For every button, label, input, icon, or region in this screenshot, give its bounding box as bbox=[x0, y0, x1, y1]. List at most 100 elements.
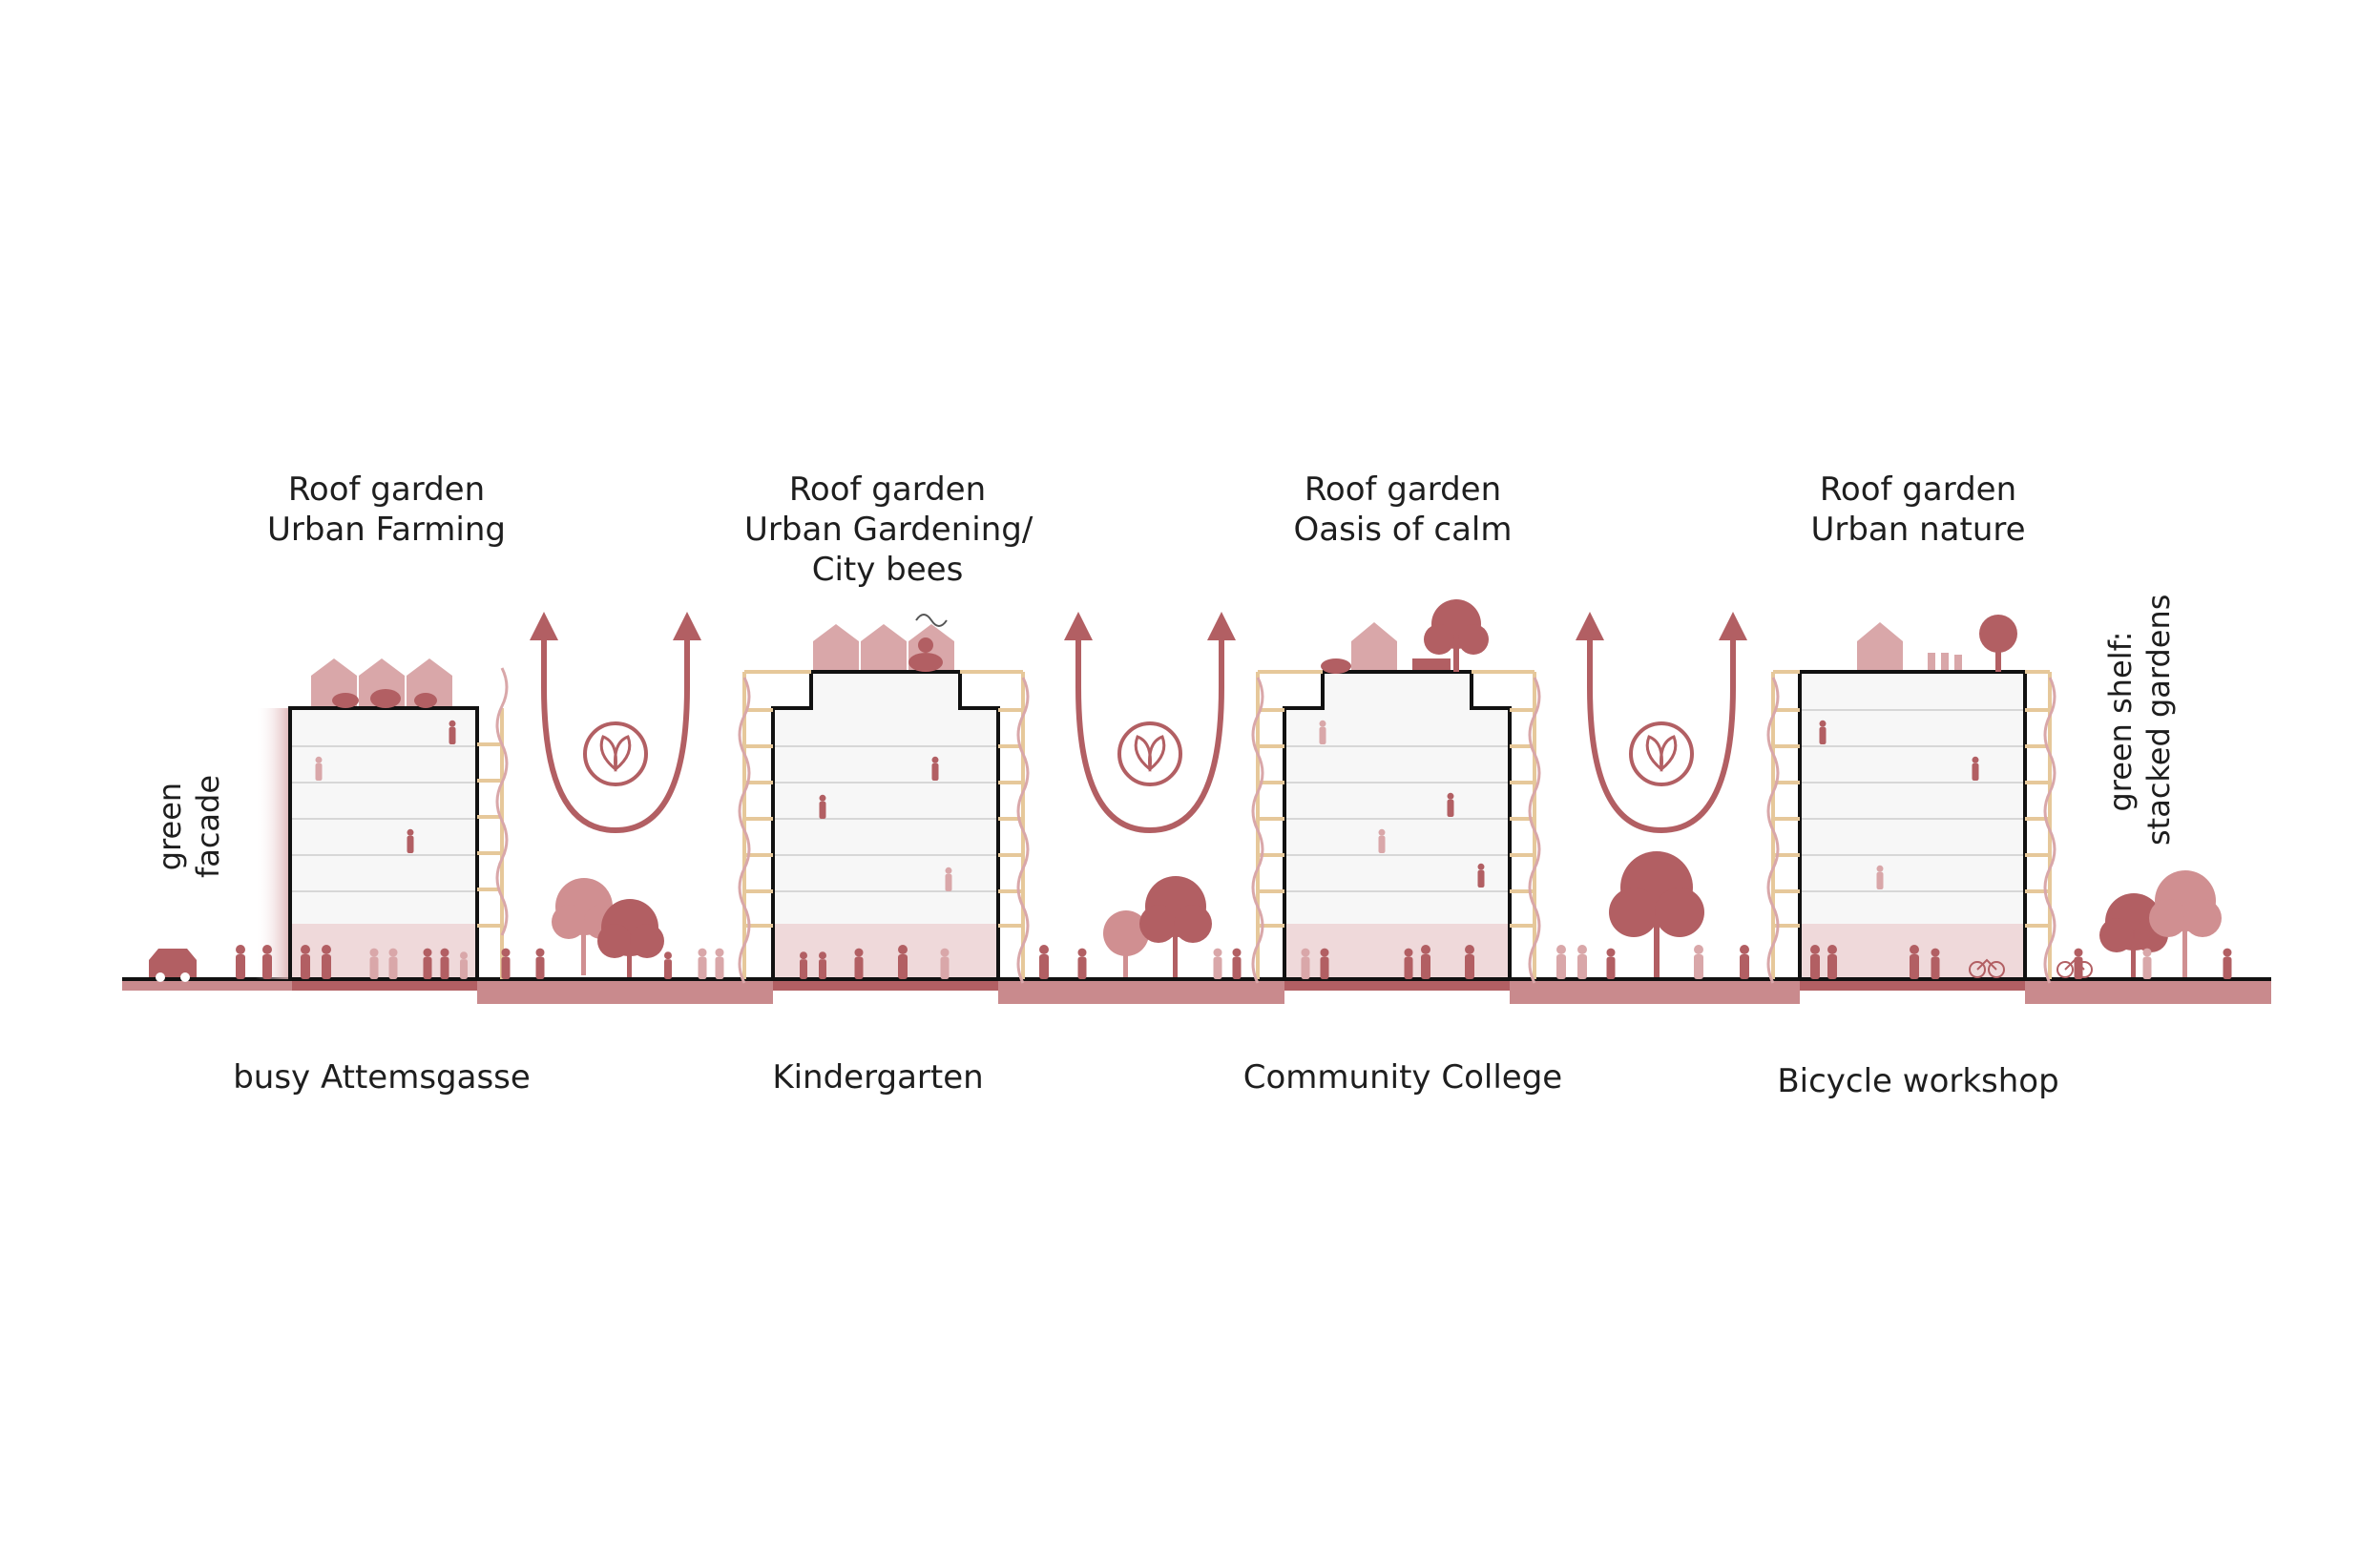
person-icon bbox=[1039, 945, 1049, 979]
person-icon bbox=[449, 720, 456, 744]
roof-label-3: Roof garden Oasis of calm bbox=[1269, 470, 1536, 550]
roof-label-2-line2: Urban Gardening/ bbox=[744, 511, 1033, 549]
person-icon bbox=[1577, 945, 1587, 979]
person-icon bbox=[1319, 720, 1326, 744]
person-icon bbox=[322, 945, 331, 979]
person-icon bbox=[440, 948, 449, 979]
person-icon bbox=[1827, 945, 1837, 979]
person-icon bbox=[1556, 945, 1566, 979]
person-icon bbox=[301, 945, 310, 979]
leaf-circle-icon bbox=[1117, 721, 1182, 786]
roof-label-2-line3: City bees bbox=[811, 551, 964, 589]
roof-label-2-line1: Roof garden bbox=[788, 470, 987, 509]
person-icon bbox=[1606, 948, 1616, 979]
person-icon bbox=[1232, 948, 1242, 979]
person-icon bbox=[1740, 945, 1749, 979]
street-strip bbox=[122, 981, 292, 991]
person-icon bbox=[1876, 865, 1884, 889]
person-icon bbox=[369, 948, 379, 979]
u-arrow-icon bbox=[1064, 612, 1236, 834]
ground-label-1: busy Attemsgasse bbox=[233, 1058, 531, 1097]
person-icon bbox=[1213, 948, 1222, 979]
person-icon bbox=[535, 948, 545, 979]
roof-label-4-line2: Urban nature bbox=[1810, 511, 2026, 549]
person-icon bbox=[715, 948, 724, 979]
person-icon bbox=[501, 948, 511, 979]
tree-icon bbox=[552, 878, 618, 975]
building-plinth-1 bbox=[292, 981, 477, 991]
car-icon bbox=[149, 949, 197, 982]
person-icon bbox=[388, 948, 398, 979]
u-arrow-icon bbox=[1576, 612, 1747, 834]
u-arrow-icon bbox=[530, 612, 701, 834]
green-shelf-label: green shelf: stacked gardens bbox=[2101, 594, 2182, 846]
green-facade-label-line2: facade bbox=[190, 774, 226, 879]
roof-label-2: Roof garden Urban Gardening/ City bees bbox=[744, 470, 1033, 590]
airflow-arrows bbox=[530, 612, 1747, 834]
ground-label-3: Community College bbox=[1242, 1058, 1563, 1097]
person-icon bbox=[1910, 945, 1919, 979]
courtyard-strip-3 bbox=[1510, 981, 1800, 1004]
person-icon bbox=[2223, 948, 2232, 979]
person-icon bbox=[1972, 756, 1979, 781]
green-shelf-label-line2: stacked gardens bbox=[2140, 594, 2177, 846]
person-icon bbox=[1694, 945, 1703, 979]
person-icon bbox=[819, 951, 826, 979]
person-icon bbox=[1421, 945, 1430, 979]
person-icon bbox=[236, 945, 245, 979]
green-shelf-label-line1: green shelf: bbox=[2102, 631, 2139, 812]
building-2 bbox=[738, 614, 1030, 984]
person-icon bbox=[1077, 948, 1087, 979]
green-facade bbox=[256, 708, 290, 979]
person-icon bbox=[1301, 948, 1310, 979]
person-icon bbox=[898, 945, 908, 979]
courtyard-strip-4 bbox=[2025, 981, 2271, 1004]
person-icon bbox=[1819, 720, 1827, 744]
building-3 bbox=[1251, 599, 1541, 984]
green-facade-label-line1: green bbox=[152, 782, 188, 871]
person-icon bbox=[1465, 945, 1474, 979]
person-icon bbox=[262, 945, 272, 979]
person-icon bbox=[1404, 948, 1413, 979]
person-icon bbox=[1447, 792, 1454, 817]
roof-label-1-line1: Roof garden bbox=[287, 470, 486, 509]
roof-label-4-line1: Roof garden bbox=[1819, 470, 2017, 509]
leaf-circle-icon bbox=[1629, 721, 1694, 786]
person-icon bbox=[800, 951, 807, 979]
person-icon bbox=[698, 948, 707, 979]
person-icon bbox=[931, 756, 939, 781]
person-icon bbox=[460, 951, 468, 979]
ground-label-4: Bicycle workshop bbox=[1777, 1062, 2059, 1100]
tree-icon bbox=[1139, 876, 1212, 977]
tree-icon bbox=[2149, 870, 2222, 977]
tree-icon bbox=[597, 899, 664, 977]
person-icon bbox=[315, 756, 323, 781]
building-plinth-3 bbox=[1284, 981, 1510, 991]
bicycle-icon bbox=[2056, 958, 2093, 978]
person-icon bbox=[945, 867, 952, 891]
person-icon bbox=[1320, 948, 1329, 979]
tree-icon bbox=[1609, 851, 1704, 977]
person-icon bbox=[407, 828, 414, 853]
green-facade-label: green facade bbox=[151, 769, 231, 884]
building-plinth-2 bbox=[773, 981, 998, 991]
person-icon bbox=[1810, 945, 1820, 979]
courtyard-trees bbox=[552, 851, 2222, 977]
courtyard-strip-2 bbox=[998, 981, 1284, 1004]
building-4 bbox=[1766, 615, 2056, 984]
roof-label-1: Roof garden Urban Farming bbox=[258, 470, 515, 550]
bicycle-icon bbox=[1969, 958, 2005, 978]
person-icon bbox=[2142, 948, 2152, 979]
roof-label-3-line2: Oasis of calm bbox=[1293, 511, 1513, 549]
roof-label-4: Roof garden Urban nature bbox=[1785, 470, 2052, 550]
building-1 bbox=[288, 658, 509, 981]
tree-icon bbox=[1103, 910, 1149, 977]
building-plinth-4 bbox=[1800, 981, 2025, 991]
person-icon bbox=[1477, 863, 1485, 888]
roof-label-3-line1: Roof garden bbox=[1304, 470, 1502, 509]
person-icon bbox=[1378, 828, 1386, 853]
person-icon bbox=[423, 948, 432, 979]
person-icon bbox=[940, 948, 950, 979]
